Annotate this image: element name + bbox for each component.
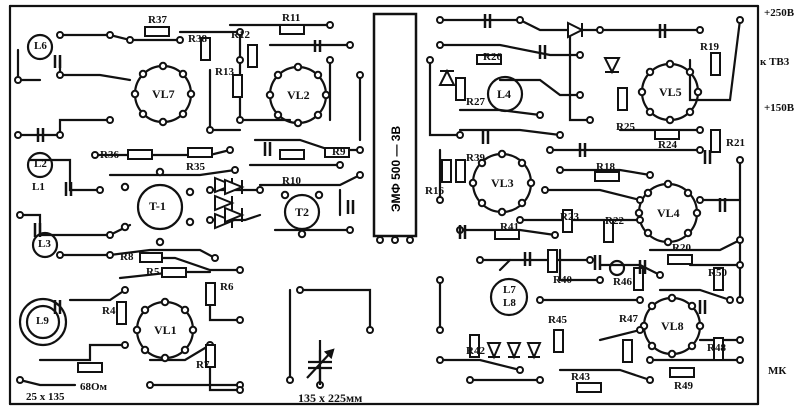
- tube-vl3: VL3: [491, 176, 514, 190]
- module-label: ЭМФ 500 — 3В: [389, 125, 403, 212]
- coil-l8: L8: [503, 297, 516, 309]
- resistor-r43: R43: [571, 371, 590, 383]
- terminal-plus150: +150В: [764, 102, 795, 114]
- resistor-r11: R11: [282, 12, 301, 24]
- resistor-value-label: 68Ом: [80, 381, 108, 393]
- tube-vl5: VL5: [659, 85, 682, 99]
- resistor-r48: R48: [707, 342, 726, 354]
- tube-l4: L4: [497, 87, 512, 101]
- resistor-r5: R5: [146, 266, 160, 278]
- transformer-t2: T2: [295, 205, 310, 219]
- tube-vl8: VL8: [661, 319, 684, 333]
- tube-vl7: VL7: [152, 87, 175, 101]
- corner-size-label: 25 х 135: [26, 391, 65, 403]
- transformer-t1: T-1: [149, 199, 166, 213]
- resistor-r50: R50: [708, 267, 727, 279]
- resistor-r18: R18: [596, 161, 615, 173]
- resistor-r6: R6: [220, 281, 234, 293]
- resistor-r4: R4: [102, 305, 116, 317]
- resistor-r40: R40: [553, 274, 572, 286]
- coil-l9: L9: [36, 315, 49, 327]
- resistor-r22: R22: [605, 215, 624, 227]
- resistor-r37: R37: [148, 14, 167, 26]
- resistor-r46: R46: [613, 276, 632, 288]
- terminal-tv3: к ТВ3: [760, 56, 790, 68]
- resistor-r35: R35: [186, 161, 205, 173]
- resistor-r45: R45: [548, 314, 567, 326]
- resistor-r26: R26: [483, 51, 502, 63]
- tube-vl4: VL4: [657, 206, 680, 220]
- terminal-plus250: +250В: [764, 7, 795, 19]
- tube-vl2: VL2: [287, 88, 310, 102]
- resistor-r27: R27: [466, 96, 485, 108]
- resistor-r41: R41: [500, 221, 519, 233]
- coil-l3: L3: [38, 238, 51, 250]
- resistor-r49: R49: [674, 380, 693, 392]
- resistor-r19: R19: [700, 41, 719, 53]
- coil-l2: L2: [34, 158, 47, 170]
- board-size-label: 135 х 225мм: [298, 391, 363, 405]
- resistor-r10: R10: [282, 175, 301, 187]
- resistor-r20: R20: [672, 242, 691, 254]
- coil-l1: L1: [32, 181, 45, 193]
- tube-vl1: VL1: [154, 323, 177, 337]
- resistor-r39: R39: [466, 152, 485, 164]
- resistor-r25: R25: [616, 121, 635, 133]
- resistor-r42: R42: [466, 345, 485, 357]
- resistor-r23: R23: [560, 211, 579, 223]
- resistor-r47: R47: [619, 313, 638, 325]
- resistor-r38: R38: [188, 33, 207, 45]
- resistor-r9: R9: [332, 146, 346, 158]
- resistor-r24: R24: [658, 139, 677, 151]
- terminal-mk: МК: [768, 365, 787, 377]
- resistor-r36: R36: [100, 149, 119, 161]
- resistor-r12: R12: [231, 29, 250, 41]
- coil-l7: L7: [503, 284, 516, 296]
- resistor-r13: R13: [215, 66, 234, 78]
- coil-l6: L6: [34, 40, 47, 52]
- resistor-r7: R7: [196, 359, 210, 371]
- resistor-r21: R21: [726, 137, 745, 149]
- resistor-r8: R8: [120, 251, 134, 263]
- resistor-r16: R16: [425, 185, 444, 197]
